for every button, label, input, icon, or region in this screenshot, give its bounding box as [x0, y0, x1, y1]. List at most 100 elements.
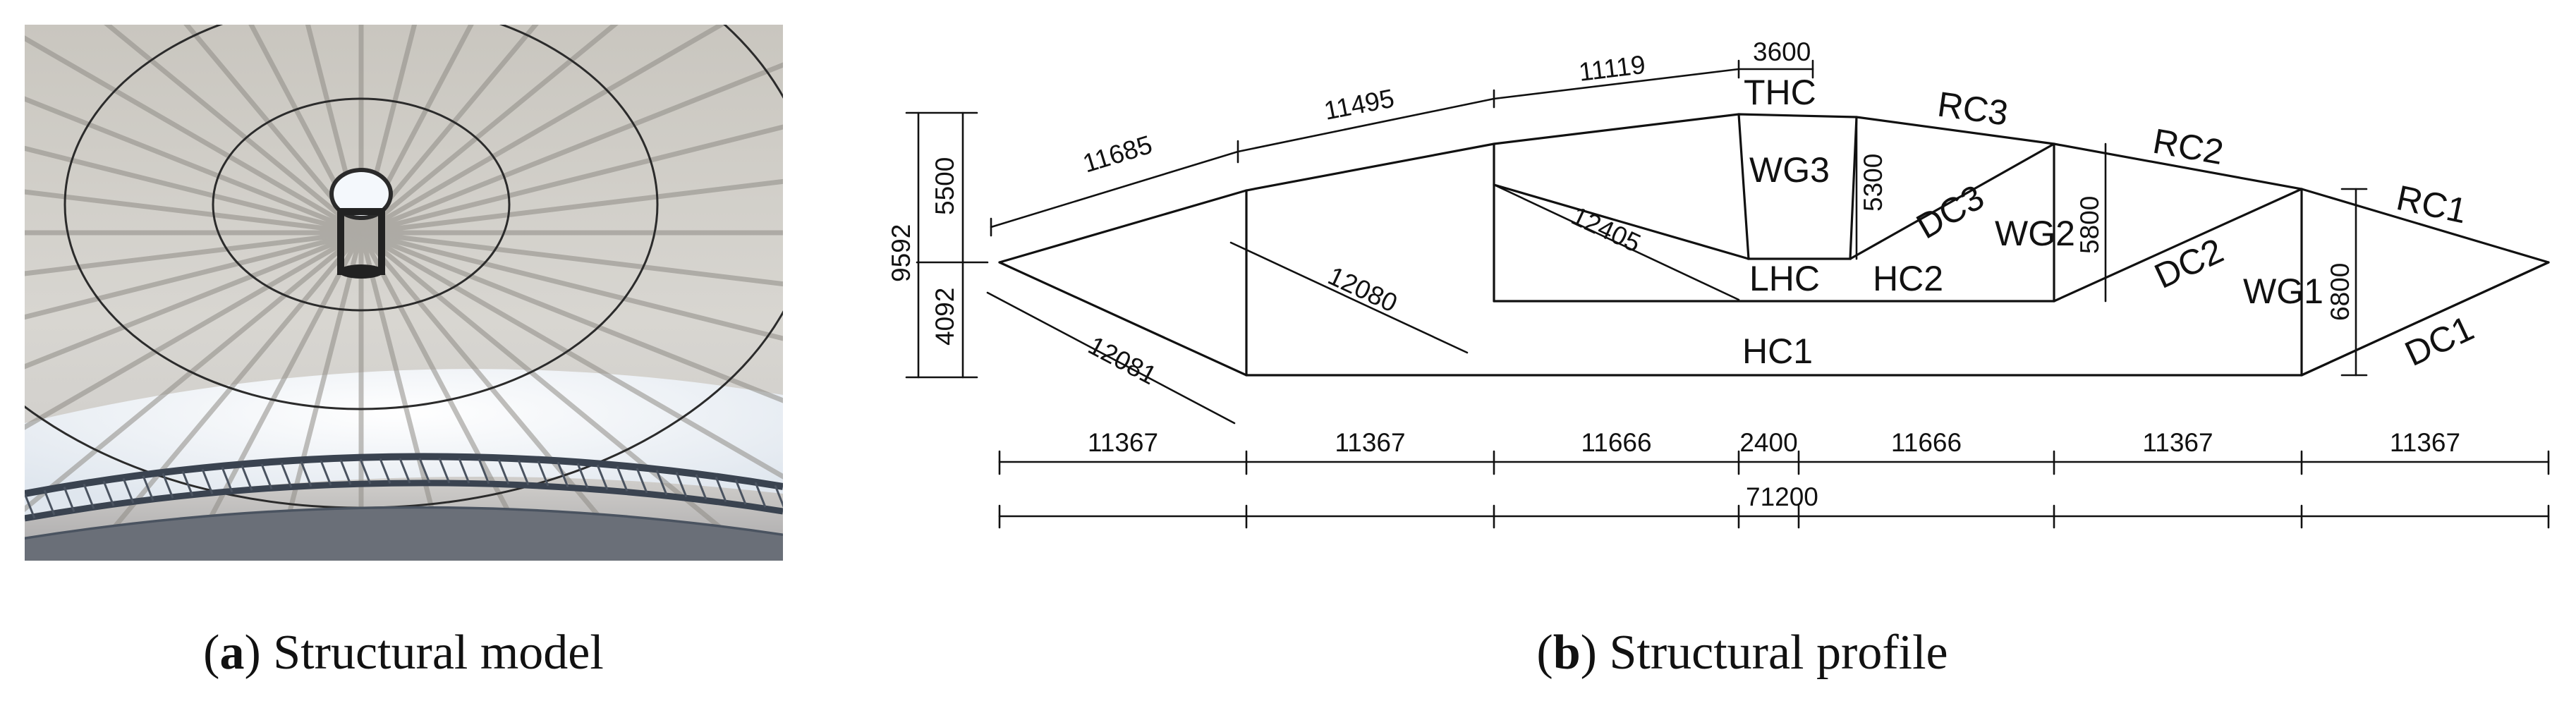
caption-a-letter: a [219, 626, 244, 680]
caption-b-text: Structural profile [1609, 626, 1948, 680]
span-label: 11666 [1581, 428, 1651, 457]
label-rc1: RC1 [2393, 178, 2470, 231]
span-label: 2400 [1739, 428, 1797, 457]
label-wg1: WG1 [2243, 272, 2323, 311]
label-hc2: HC2 [1873, 259, 1943, 298]
truss-strut [734, 479, 747, 505]
truss-strut [221, 467, 233, 493]
caption-a: (a) Structural model [203, 626, 604, 680]
roof-rib [248, 25, 364, 234]
truss-strut [162, 473, 174, 499]
roof-rib [360, 230, 783, 287]
upper-chord [998, 113, 2550, 264]
caption-a-text: Structural model [273, 626, 604, 680]
truss-strut [596, 464, 609, 490]
bottom-dimension-lines [998, 450, 2550, 529]
roof-rib [25, 189, 362, 236]
truss-strut [399, 458, 411, 484]
roof-rib [359, 25, 619, 235]
truss-strut [83, 483, 95, 509]
span-label: 11367 [2390, 428, 2460, 457]
dim-total-71200: 71200 [1746, 482, 1818, 511]
truss-strut [458, 458, 470, 484]
label-hc1: HC1 [1742, 331, 1813, 371]
dc1-member [2300, 261, 2550, 377]
dim-5800: 5800 [2075, 196, 2104, 254]
truss-strut [478, 458, 490, 484]
label-wg2: WG2 [1995, 214, 2075, 253]
roof-rib [25, 230, 363, 370]
roof-rib [360, 230, 783, 480]
truss-strut [142, 475, 154, 501]
truss-strut [557, 461, 569, 487]
caption-b-letter: b [1553, 626, 1581, 680]
truss-strut [774, 484, 783, 508]
roof-rib [360, 25, 727, 236]
label-rc3: RC3 [1935, 84, 2010, 133]
truss-strut [102, 480, 115, 506]
truss-strut [201, 468, 214, 494]
span-label: 11367 [1335, 428, 1405, 457]
dim-12405: 12405 [1567, 201, 1646, 258]
roof-rib [358, 25, 474, 234]
dim-11495: 11495 [1322, 83, 1397, 125]
truss-strut [379, 458, 391, 484]
vertical-dimension-lines [905, 111, 2368, 379]
dim-6800: 6800 [2326, 263, 2355, 321]
diag-left [1493, 183, 1750, 260]
truss-strut [438, 458, 451, 484]
truss-strut [537, 461, 549, 487]
roof-rib [185, 231, 364, 561]
span-label: 11367 [1088, 428, 1158, 457]
truss-strut [675, 472, 688, 498]
roof-rib [360, 178, 783, 236]
truss-strut [300, 461, 312, 487]
truss-strut [655, 470, 668, 496]
dim-5500: 5500 [930, 157, 959, 215]
roof-rib [305, 25, 364, 233]
roof-rib [25, 230, 362, 320]
structural-model-photo [25, 25, 783, 561]
roof-rib [360, 124, 783, 236]
label-wg3: WG3 [1749, 150, 1830, 190]
truss-strut [241, 465, 253, 491]
dc3-member [1849, 142, 2055, 260]
truss-strut [25, 493, 36, 519]
cable-ring [63, 25, 659, 410]
roof-rib [358, 231, 537, 561]
roof-rib [358, 25, 418, 233]
roof-rib [274, 232, 364, 561]
truss-strut [576, 463, 589, 489]
roof-rib [25, 145, 362, 236]
caption-b: (b) Structural profile [1536, 626, 1948, 680]
truss-strut [616, 465, 628, 492]
label-lhc: LHC [1749, 259, 1820, 298]
label-thc: THC [1744, 73, 1816, 112]
label-dc1: DC1 [2399, 308, 2479, 374]
roof-rib [25, 35, 363, 236]
roof-rib [360, 230, 783, 403]
truss-strut [43, 489, 56, 516]
roof-rib [358, 232, 448, 561]
truss-strut [280, 462, 293, 488]
cable-ring [212, 97, 511, 312]
truss-strut [497, 459, 510, 485]
truss-strut [517, 460, 530, 486]
dim-12081: 12081 [1083, 331, 1161, 391]
structural-profile-diagram [905, 59, 2550, 529]
dc2-member [2053, 188, 2303, 303]
roof-rib [359, 25, 539, 235]
truss-strut [695, 474, 707, 500]
wg3-member [1737, 113, 1858, 260]
dim-11685: 11685 [1079, 130, 1155, 178]
dim-5300: 5300 [1859, 154, 1888, 212]
truss-strut [715, 476, 727, 502]
truss-strut [359, 458, 372, 484]
dim-3600: 3600 [1753, 37, 1811, 66]
roof-rib [183, 25, 363, 235]
top-dimension-lines [986, 59, 1814, 425]
roof-rib [25, 230, 363, 430]
span-label: 11666 [1891, 428, 1962, 457]
roof-rib [25, 231, 363, 513]
